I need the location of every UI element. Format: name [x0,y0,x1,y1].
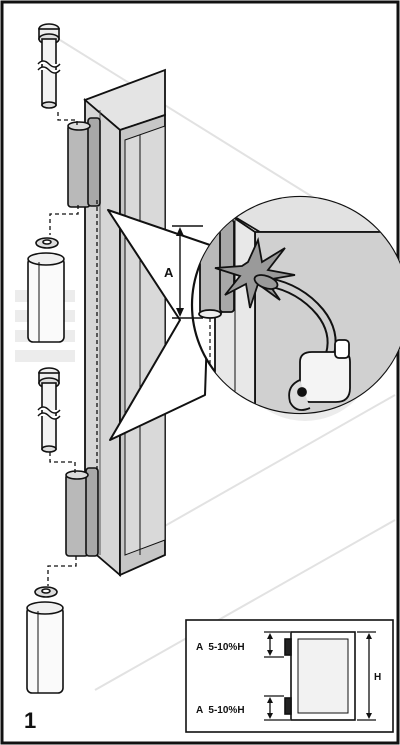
inset-label-top: A 5-10%H [196,642,245,653]
inset-label-bottom: A 5-10%H [196,705,245,716]
assembly-dashed-lines [47,112,98,586]
inset-door-diagram [284,631,356,721]
step-number: 1 [24,708,36,733]
detail-dimension-a [172,225,203,319]
washer-lower [34,586,58,598]
door-hinge-leaf-lower [26,601,64,694]
door-hinge-leaf-upper [27,252,65,343]
inset-dimensions [264,631,376,721]
detail-callout-pointer [107,209,211,441]
frame-hinge-upper [67,117,101,208]
washer-upper [35,237,59,249]
hinge-pin-lower [37,367,61,453]
detail-welding-view [198,197,400,413]
detail-label-a: A [164,265,174,280]
hinge-pin-upper [37,23,61,109]
frame-hinge-lower [65,467,99,557]
inset-label-height: H [374,672,381,683]
